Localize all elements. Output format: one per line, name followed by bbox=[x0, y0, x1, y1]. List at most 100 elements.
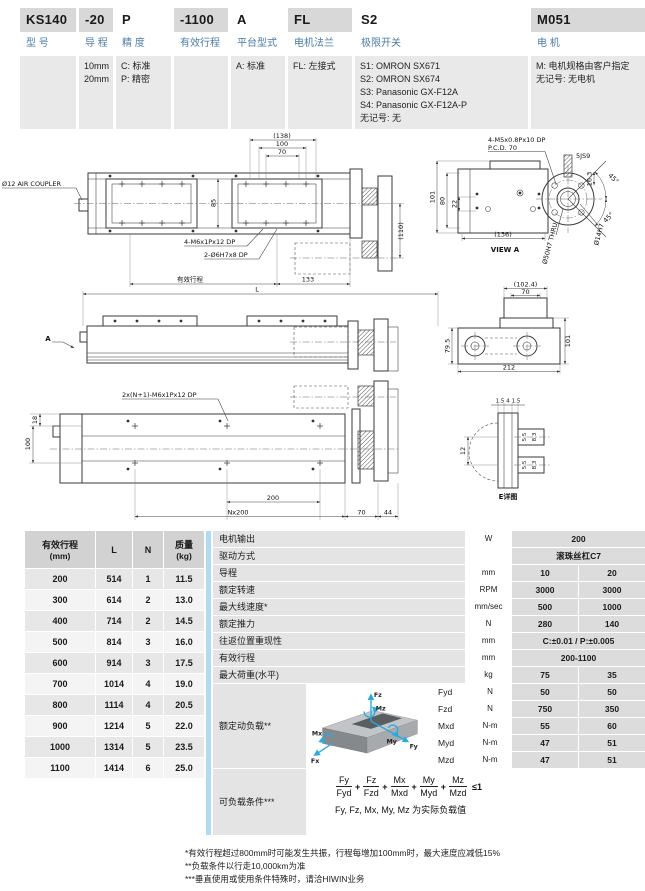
axis-fy: Fy bbox=[410, 743, 418, 750]
cell-stroke: 300 bbox=[25, 590, 95, 610]
dim-70-end: 70 bbox=[521, 288, 529, 296]
keyway-label: 5JS9 bbox=[576, 152, 590, 160]
footnote-line: *有效行程超过800mm时可能发生共振，行程每增加100mm时，最大速度应减低1… bbox=[185, 848, 501, 858]
table-row: 500 814 3 16.0 bbox=[25, 632, 204, 652]
model-segment-label: 电 机 bbox=[537, 38, 560, 49]
bore-label: Ø50H7 THRU bbox=[541, 222, 560, 265]
model-segment-label: 极限开关 bbox=[361, 38, 401, 49]
spec-value: 280 bbox=[512, 616, 578, 632]
axis-my: My bbox=[386, 738, 396, 745]
cell-stroke: 400 bbox=[25, 611, 95, 631]
model-segment-label: 电机法兰 bbox=[294, 38, 334, 49]
cell-N: 5 bbox=[133, 737, 163, 757]
spec-value: 1000 bbox=[579, 599, 645, 615]
load-unit: N bbox=[469, 684, 511, 700]
spec-tables: 有效行程(mm) L N 质量(kg) 200 514 1 11.5 300 bbox=[25, 531, 645, 835]
dim-133: 133 bbox=[302, 276, 314, 284]
dim-L: L bbox=[255, 286, 259, 294]
axis-fx: Fx bbox=[311, 758, 319, 765]
table-row: 1000 1314 5 23.5 bbox=[25, 737, 204, 757]
table-row: 1100 1414 6 25.0 bbox=[25, 758, 204, 778]
spec-row: 电机输出 W 200 bbox=[213, 531, 645, 547]
footnote-line: **负载条件以行走10,000km为准 bbox=[185, 861, 306, 871]
load-unit: N-m bbox=[469, 718, 511, 734]
axis-fz: Fz bbox=[374, 692, 382, 699]
spec-value: 3000 bbox=[579, 582, 645, 598]
dowel-callout: 2-Ø6H7x8 DP bbox=[204, 251, 248, 259]
cell-N: 2 bbox=[133, 611, 163, 631]
dim-70-base: 70 bbox=[357, 509, 365, 517]
model-segment-code: P bbox=[122, 12, 131, 27]
spec-label: 往返位置重现性 bbox=[213, 633, 465, 649]
cell-L: 614 bbox=[96, 590, 132, 610]
inequality-suffix: ≤1 bbox=[472, 781, 483, 792]
load-value: 47 bbox=[512, 735, 578, 751]
stroke-table-body: 200 514 1 11.5 300 614 2 13.0 400 bbox=[25, 569, 204, 778]
dim-101-end: 101 bbox=[564, 335, 572, 347]
spec-row: 最大线速度* mm/sec 500 1000 bbox=[213, 599, 645, 615]
dynamic-load-group: 额定动负载** bbox=[213, 684, 645, 768]
option-line: S1: OMRON SX671 bbox=[360, 61, 441, 71]
dim-stroke: 有效行程 bbox=[177, 275, 204, 284]
spec-unit: mm/sec bbox=[466, 599, 511, 615]
spec-unit: RPM bbox=[466, 582, 511, 598]
spec-row: 有效行程 mm 200-1100 bbox=[213, 650, 645, 666]
dim-200: 200 bbox=[267, 494, 279, 502]
model-segment-code: FL bbox=[288, 8, 352, 32]
model-segment-label: 有效行程 bbox=[180, 38, 220, 49]
load-value: 47 bbox=[512, 752, 578, 768]
spec-label: 最大荷重(水平) bbox=[213, 667, 465, 683]
dim-15-left: 1.5 bbox=[496, 399, 505, 405]
base-plan-drawing: 2x(N+1)-M6x1Px12 DP 18 100 200 Nx200 70 … bbox=[24, 380, 400, 520]
thread-callout: 4-M6x1Px12 DP bbox=[184, 238, 235, 246]
spec-unit: mm bbox=[466, 633, 511, 649]
model-segment-label: 精 度 bbox=[122, 38, 145, 49]
spec-label: 有效行程 bbox=[213, 650, 465, 666]
dim-22: 22 bbox=[451, 200, 459, 208]
option-line: FL: 左接式 bbox=[293, 61, 336, 71]
load-axes-diagram: Fz Mz Mx Fx My Fy bbox=[311, 692, 419, 765]
spec-value: 200 bbox=[512, 531, 645, 547]
cell-L: 1314 bbox=[96, 737, 132, 757]
model-options bbox=[174, 56, 228, 129]
spec-value: 75 bbox=[512, 667, 578, 683]
model-options bbox=[20, 56, 76, 129]
plan-view-drawing: 85 70 100 (138) 4-M6x1Px12 DP 2-Ø6H7x8 D… bbox=[2, 132, 405, 287]
footnote-line: ***垂直使用或使用条件特殊时，请洽HIWIN业务 bbox=[185, 874, 365, 884]
load-value: 50 bbox=[579, 684, 645, 700]
plus-operator: + bbox=[440, 781, 447, 792]
flange-callout-1: 4-M5x0.8Px10 DP bbox=[488, 136, 546, 144]
spec-value: 3000 bbox=[512, 582, 578, 598]
option-line: S2: OMRON SX674 bbox=[360, 74, 441, 84]
end-view-drawing: (102.4) 70 79.5 101 212 bbox=[444, 281, 572, 374]
cell-N: 6 bbox=[133, 758, 163, 778]
table-row: 800 1114 4 20.5 bbox=[25, 695, 204, 715]
cell-L: 1214 bbox=[96, 716, 132, 736]
load-symbol: Mxd bbox=[434, 718, 468, 734]
dim-55-top: 5.5 bbox=[522, 432, 528, 441]
spec-unit: kg bbox=[466, 667, 511, 683]
side-view-drawing: L A bbox=[45, 286, 439, 372]
dim-138: (138) bbox=[273, 132, 290, 140]
dim-n200: Nx200 bbox=[227, 509, 248, 517]
air-coupler-callout: Ø12 AIR COUPLER bbox=[2, 180, 61, 188]
spec-row: 最大荷重(水平) kg 75 35 bbox=[213, 667, 645, 683]
cell-mass: 16.0 bbox=[164, 632, 204, 652]
spec-unit bbox=[466, 548, 511, 564]
spec-value: 35 bbox=[579, 667, 645, 683]
cell-mass: 22.0 bbox=[164, 716, 204, 736]
plus-operator: + bbox=[382, 781, 388, 792]
cell-N: 5 bbox=[133, 716, 163, 736]
model-segment-label: 型 号 bbox=[26, 38, 49, 49]
stroke-table-header: 有效行程(mm) L N 质量(kg) bbox=[25, 531, 204, 568]
model-segment-code: A bbox=[237, 12, 247, 27]
plus-operator: + bbox=[411, 781, 417, 792]
table-row: 700 1014 4 19.0 bbox=[25, 674, 204, 694]
table-row: 300 614 2 13.0 bbox=[25, 590, 204, 610]
spec-value: 500 bbox=[512, 599, 578, 615]
option-line: M: 电机规格由客户指定 bbox=[536, 61, 630, 71]
cell-stroke: 700 bbox=[25, 674, 95, 694]
